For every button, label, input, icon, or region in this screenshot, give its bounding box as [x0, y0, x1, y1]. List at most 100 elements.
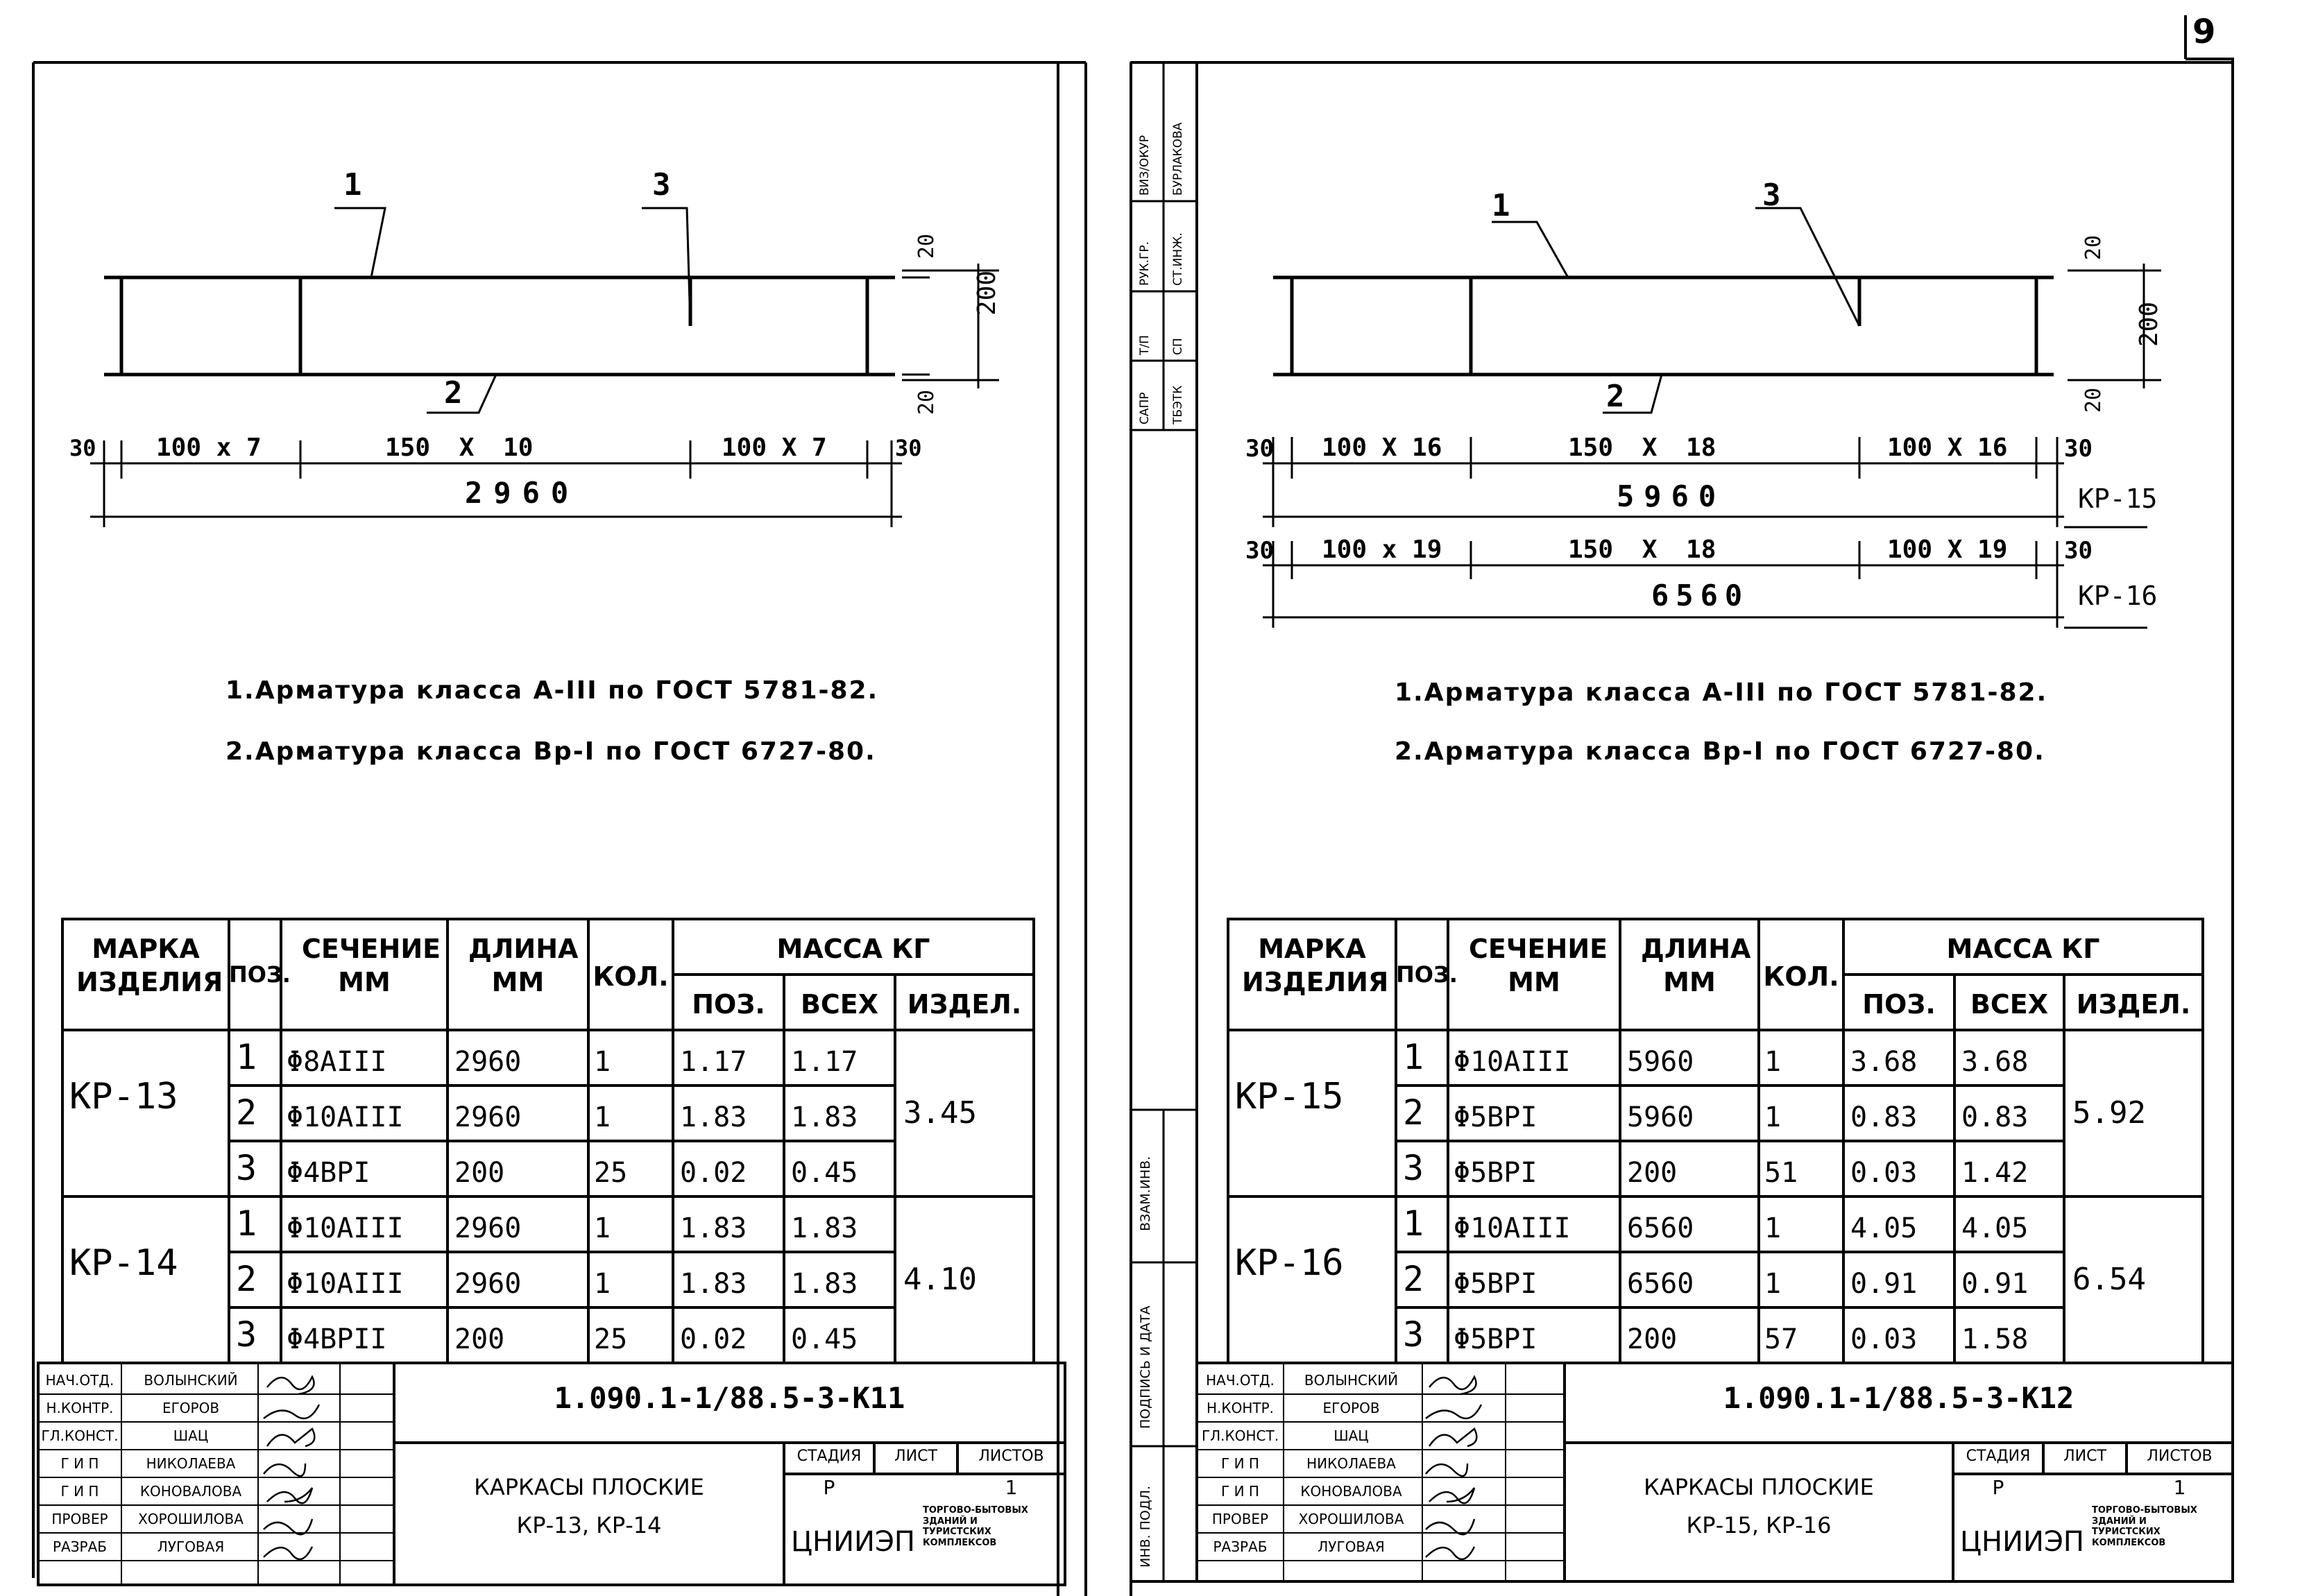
- dim-top-cover: 20: [914, 233, 939, 259]
- margin-label-original: ИНВ. ПОДЛ.: [1138, 1485, 1153, 1568]
- stamp-name-2: СП: [1171, 338, 1185, 355]
- stage-label: СТАДИЯ: [796, 1448, 862, 1465]
- table-position: 1: [1403, 1203, 1424, 1244]
- header-length: ДЛИНА ММ: [1641, 934, 1751, 997]
- table-mass-all: 3.68: [1961, 1046, 2029, 1078]
- table-quantity: 1: [1764, 1268, 1782, 1300]
- page-number: 9: [2192, 12, 2216, 51]
- header-section: СЕЧЕНИЕ ММ: [302, 934, 441, 997]
- table-section: Φ8AIII: [287, 1046, 387, 1078]
- table-position: 1: [236, 1203, 257, 1244]
- title-line-2: КР-15, КР-16: [1686, 1512, 1832, 1538]
- table-section: Φ5BPI: [1454, 1268, 1537, 1300]
- table-section: Φ5BPI: [1454, 1323, 1537, 1355]
- frame-mark: КР-15: [2078, 483, 2158, 514]
- signature-scribbles: [263, 1375, 1483, 1561]
- table-quantity: 25: [594, 1323, 628, 1355]
- margin-label-replaced: ВЗАМ.ИНВ.: [1138, 1156, 1153, 1231]
- table-mass-position: 1.83: [680, 1101, 747, 1133]
- header-position: ПОЗ.: [1396, 961, 1458, 988]
- table-section: Φ4BPI: [287, 1157, 370, 1189]
- dim-segment-1: 100 x 7: [156, 434, 262, 462]
- staff-role: Н.КОНТР.: [46, 1400, 114, 1416]
- staff-name: НИКОЛАЕВА: [1306, 1455, 1396, 1472]
- table-mass-all: 1.83: [791, 1101, 858, 1133]
- staff-name: КОНОВАЛОВА: [139, 1483, 242, 1500]
- table-position: 2: [236, 1259, 257, 1299]
- staff-name: КОНОВАЛОВА: [1300, 1483, 1402, 1500]
- staff-name: ЛУГОВАЯ: [1318, 1538, 1385, 1555]
- table-mass-all: 1.83: [791, 1212, 858, 1244]
- dim-segment-2: 150 X 10: [385, 434, 534, 462]
- table-mass-all: 0.83: [1961, 1101, 2029, 1133]
- table-length: 200: [454, 1323, 505, 1355]
- table-mass-all: 0.45: [791, 1323, 858, 1355]
- staff-role: Н.КОНТР.: [1206, 1400, 1274, 1416]
- table-quantity: 1: [1764, 1212, 1782, 1244]
- dim-segment-2: 150 X 18: [1568, 535, 1716, 564]
- document-code: 1.090.1-1/88.5-3-К11: [554, 1381, 905, 1415]
- callout-3: 3: [652, 167, 671, 203]
- title-line-2: КР-13, КР-14: [516, 1512, 662, 1538]
- header-mass: МАССА КГ: [776, 934, 930, 964]
- margin-label-sign-date: ПОДПИСЬ И ДАТА: [1138, 1305, 1153, 1429]
- callout-2: 2: [444, 375, 463, 411]
- table-length: 200: [1627, 1157, 1678, 1189]
- staff-name: НИКОЛАЕВА: [146, 1455, 236, 1472]
- table-length: 2960: [454, 1268, 522, 1300]
- callout-1: 1: [343, 167, 362, 203]
- table-mass-position: 0.91: [1850, 1268, 1918, 1300]
- dim-height: 200: [2135, 301, 2163, 347]
- table-position: 3: [236, 1314, 257, 1355]
- table-section: Φ5BPI: [1454, 1101, 1537, 1133]
- table-length: 200: [1627, 1323, 1678, 1355]
- dim-height: 200: [973, 270, 1001, 316]
- table-length: 200: [454, 1157, 505, 1189]
- table-quantity: 1: [1764, 1101, 1782, 1133]
- stamp-role-2: Т/П: [1138, 335, 1152, 355]
- title-line-1: КАРКАСЫ ПЛОСКИЕ: [474, 1474, 704, 1500]
- table-position: 1: [236, 1037, 257, 1077]
- table-mass-all: 1.42: [1961, 1157, 2029, 1189]
- table-mass-all: 1.58: [1961, 1323, 2029, 1355]
- sheet-label: ЛИСТ: [2063, 1448, 2106, 1465]
- table-mark: КР-14: [69, 1242, 178, 1284]
- table-mark: КР-16: [1235, 1242, 1344, 1284]
- dim-end-right: 30: [2064, 435, 2093, 463]
- table-length: 2960: [454, 1101, 522, 1133]
- table-position: 3: [1403, 1314, 1424, 1355]
- header-mark: МАРКА ИЗДЕЛИЯ: [76, 934, 223, 997]
- sheets-label: ЛИСТОВ: [978, 1448, 1044, 1465]
- table-mark: КР-15: [1235, 1076, 1344, 1117]
- staff-name: ХОРОШИЛОВА: [1298, 1511, 1404, 1527]
- table-mass-position: 0.03: [1850, 1323, 1918, 1355]
- header-position: ПОЗ.: [229, 961, 291, 988]
- table-section: Φ10AIII: [287, 1268, 404, 1300]
- dim-total: 6560: [1651, 578, 1750, 612]
- table-mass-position: 4.05: [1850, 1212, 1918, 1244]
- table-length: 6560: [1627, 1268, 1694, 1300]
- note-2: 2.Арматура класса Вр-I по ГОСТ 6727-80.: [225, 737, 876, 766]
- staff-name: ХОРОШИЛОВА: [138, 1511, 244, 1527]
- header-mass-all: ВСЕХ: [800, 989, 879, 1020]
- table-position: 2: [236, 1092, 257, 1133]
- callout-2: 2: [1606, 379, 1625, 414]
- staff-role: РАЗРАБ: [52, 1538, 108, 1555]
- title-line-1: КАРКАСЫ ПЛОСКИЕ: [1644, 1474, 1874, 1500]
- dim-segment-1: 100 X 16: [1322, 434, 1442, 462]
- dim-total: 5960: [1617, 479, 1726, 513]
- staff-name: ВОЛЫНСКИЙ: [1304, 1372, 1399, 1389]
- note-2: 2.Арматура класса Вр-I по ГОСТ 6727-80.: [1395, 737, 2045, 766]
- stage-label: СТАДИЯ: [1966, 1448, 2031, 1465]
- dim-end-right: 30: [2064, 537, 2093, 565]
- staff-role: ГЛ.КОНСТ.: [1201, 1427, 1279, 1444]
- stage-value: Р: [1992, 1476, 2004, 1499]
- staff-name: ЕГОРОВ: [1322, 1400, 1380, 1416]
- table-section: Φ10AIII: [1454, 1046, 1571, 1078]
- table-quantity: 57: [1764, 1323, 1798, 1355]
- note-1: 1.Арматура класса А-III по ГОСТ 5781-82.: [1395, 678, 2048, 707]
- table-mass-all: 1.17: [791, 1046, 858, 1078]
- header-quantity: КОЛ.: [593, 961, 669, 992]
- dim-end-left: 30: [1245, 537, 1274, 565]
